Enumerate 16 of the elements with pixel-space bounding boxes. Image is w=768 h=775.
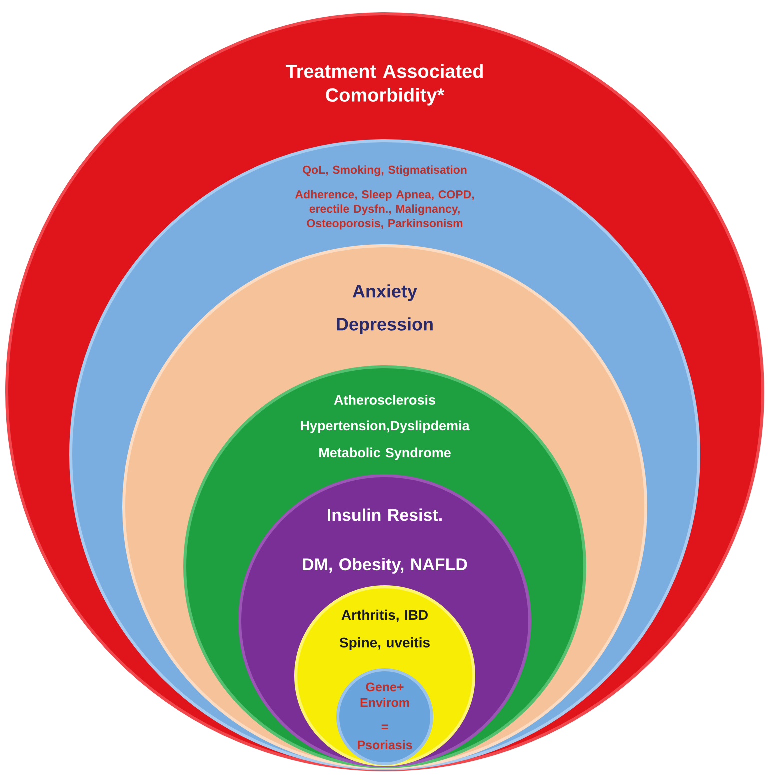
circle-label: Atherosclerosis [334,395,436,405]
circle-label: Arthritis, IBD [342,610,428,622]
circle-label: DM, Obesity, NAFLD [303,558,468,574]
circle-label: = [382,724,388,730]
circle-label: Metabolic Syndrome [320,448,451,460]
circle-label: Anxiety [352,284,418,302]
circle-label: Treatment Associated Comorbidity* [286,64,483,106]
circle-label: Depression [337,318,433,334]
circle-label: Psoriasis [358,740,412,750]
circle-label: Adherence, Sleep Apnea, COPD, erectile Dysfn., Malignancy, Osteoporosis, Parkinsonism [296,190,474,230]
circle-label: Gene+ Envirom [360,682,410,708]
circle-label: Hypertension,Dyslipdemia [301,420,470,434]
circle-label: Insulin Resist. [328,508,442,522]
nested-circle [336,668,434,766]
circle-label: QoL, Smoking, Stigmatisation [303,166,467,176]
circle-label: Spine, uveitis [340,637,430,651]
